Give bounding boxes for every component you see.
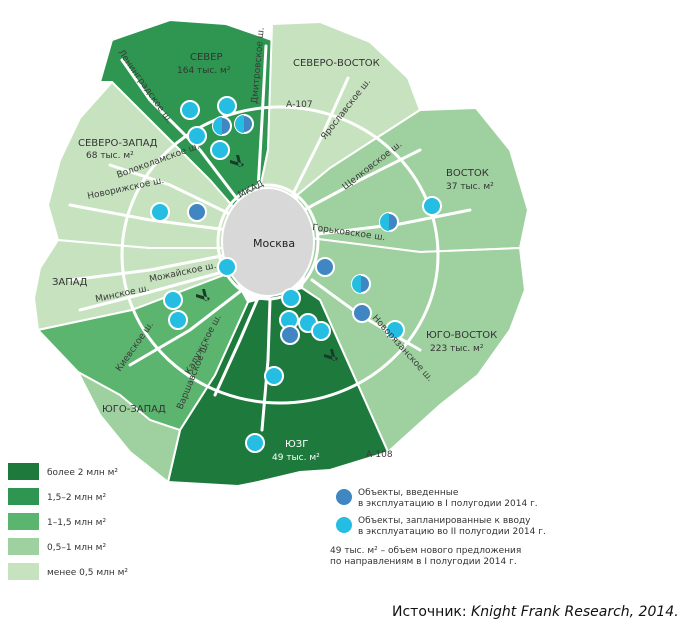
region-south-west-outer	[75, 369, 182, 484]
legend-marker-planned	[334, 515, 354, 535]
airplane-icon	[196, 289, 210, 301]
density-legend: более 2 млн м² 1,5–2 млн м² 1–1,5 млн м²…	[8, 463, 128, 580]
marker-planned	[180, 100, 200, 120]
mkad-ring-road	[216, 183, 320, 301]
region-south-east-sub: 223 тыс. м²	[430, 344, 484, 354]
road-kievskoe	[128, 288, 244, 367]
region-north-sub: 164 тыс. м²	[177, 66, 231, 76]
road-leningradskoe	[120, 58, 240, 202]
marker-planned	[150, 202, 170, 222]
a107-ring-road	[120, 105, 440, 405]
marker-commissioned	[187, 202, 207, 222]
region-east-name: ВОСТОК	[446, 168, 489, 179]
source-name: Knight Frank Research, 2014.	[471, 604, 679, 620]
region-sectors	[32, 18, 530, 488]
road-dmitrovskoe	[256, 44, 268, 192]
airplane-icon	[324, 349, 338, 361]
road-mozhayskoe	[68, 253, 228, 282]
marker-halves	[213, 115, 389, 293]
moscow-city-label: Москва	[253, 237, 295, 250]
legend-note-line1: 49 тыс. м² – объем нового предложения	[330, 546, 521, 556]
legend-label-1-15: 1–1,5 млн м²	[47, 518, 106, 528]
region-north-west-name: СЕВЕРО-ЗАПАД	[78, 138, 158, 149]
marker-planned	[264, 366, 284, 386]
region-west-name: ЗАПАД	[52, 277, 88, 288]
road-gorkovskoe	[316, 208, 472, 236]
region-labels: СЕВЕР 164 тыс. м² СЕВЕРО-ВОСТОК СЕВЕРО-З…	[52, 52, 497, 463]
legend-q2-line2: в эксплуатацию во II полугодии 2014 г.	[358, 527, 546, 537]
legend-q1-line2: в эксплуатацию в I полугодии 2014 г.	[358, 499, 538, 509]
road-novorizhskoe	[68, 203, 230, 232]
region-north-name: СЕВЕР	[190, 52, 223, 63]
region-south-east-name: ЮГО-ВОСТОК	[426, 330, 497, 341]
region-south-west-name: ЮГО-ЗАПАД	[102, 404, 166, 415]
legend-marker-commissioned	[334, 487, 354, 507]
marker-planned	[187, 126, 207, 146]
road-varshavskoe	[260, 298, 272, 432]
legend-label-15-2: 1,5–2 млн м²	[47, 493, 106, 503]
legend-swatch-under05	[8, 563, 39, 580]
airplane-icon	[230, 155, 244, 167]
marker-planned	[311, 321, 331, 341]
road-label-a107: А-107	[286, 100, 313, 110]
region-south-sub: 49 тыс. м²	[272, 453, 320, 463]
airports	[196, 155, 338, 361]
region-south-name: ЮЗГ	[285, 439, 308, 450]
source-prefix: Источник:	[392, 604, 472, 620]
region-east-sub: 37 тыс. м²	[446, 182, 494, 192]
marker-planned	[210, 140, 230, 160]
legend-label-05-1: 0,5–1 млн м²	[47, 543, 106, 553]
moscow-city: Москва	[221, 187, 315, 297]
marker-planned	[281, 288, 301, 308]
region-north-east-name: СЕВЕРО-ВОСТОК	[293, 58, 380, 69]
marker-commissioned	[315, 257, 335, 277]
marker-commissioned	[280, 325, 300, 345]
source-caption: Источник: Knight Frank Research, 2014.	[392, 604, 679, 620]
legend-label-under05: менее 0,5 млн м²	[47, 568, 128, 578]
legend-note-line2: по направлениям в I полугодии 2014 г.	[330, 557, 517, 567]
region-north-west-sub: 68 тыс. м²	[86, 151, 134, 161]
marker-legend: Объекты, введенные в эксплуатацию в I по…	[330, 487, 546, 567]
road-minskoe	[78, 268, 232, 312]
marker-planned	[245, 433, 265, 453]
road-label-a108: А-108	[366, 450, 393, 460]
legend-swatch-15-2	[8, 488, 39, 505]
marker-planned	[422, 196, 442, 216]
marker-commissioned	[352, 303, 372, 323]
marker-planned	[168, 310, 188, 330]
road-volokolamskoe	[108, 163, 234, 217]
road-schelkovskoe	[302, 148, 422, 212]
marker-planned	[217, 96, 237, 116]
roads	[68, 44, 472, 432]
marker-planned	[385, 320, 405, 340]
legend-swatch-05-1	[8, 538, 39, 555]
legend-q1-line1: Объекты, введенные	[358, 488, 459, 498]
legend-q2-line1: Объекты, запланированные к вводу	[358, 516, 531, 526]
legend-swatch-1-15	[8, 513, 39, 530]
road-yaroslavskoe	[290, 76, 350, 198]
legend-swatch-over2	[8, 463, 39, 480]
marker-planned	[217, 257, 237, 277]
road-kaluzhskoe	[213, 296, 260, 397]
legend-label-over2: более 2 млн м²	[47, 468, 118, 478]
moscow-city-area	[221, 187, 315, 297]
marker-planned	[163, 290, 183, 310]
